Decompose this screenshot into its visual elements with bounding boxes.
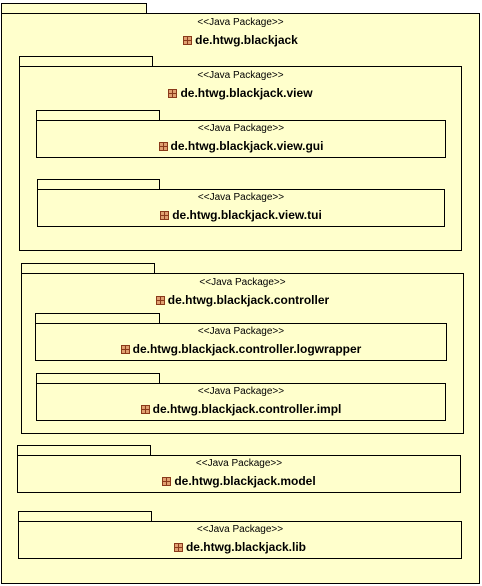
package-stereotype: <<Java Package>>: [197, 123, 285, 134]
package-name-text: de.htwg.blackjack.controller.logwrapper: [132, 342, 362, 356]
package-icon: [173, 543, 183, 552]
package-name-text: de.htwg.blackjack.controller: [167, 293, 330, 307]
package-name-text: de.htwg.blackjack.view.gui: [170, 139, 324, 153]
package-stereotype: <<Java Package>>: [197, 17, 284, 28]
package-stereotype: <<Java Package>>: [197, 326, 285, 337]
package-name-text: de.htwg.blackjack.controller.impl: [152, 402, 342, 416]
package-controller-impl[interactable]: <<Java Package>> de.htwg.blackjack.contr…: [36, 383, 446, 421]
package-icon: [155, 296, 165, 305]
package-view-tui[interactable]: <<Java Package>> de.htwg.blackjack.view.…: [37, 189, 445, 227]
package-icon: [120, 345, 130, 354]
package-stereotype: <<Java Package>>: [196, 524, 284, 535]
package-name: de.htwg.blackjack.view.tui: [38, 208, 444, 222]
package-name-text: de.htwg.blackjack.view.tui: [172, 208, 322, 222]
package-icon: [160, 211, 170, 220]
package-name-text: de.htwg.blackjack.model: [174, 474, 316, 488]
package-name: de.htwg.blackjack: [2, 33, 479, 47]
package-name: de.htwg.blackjack.controller: [22, 293, 463, 307]
package-icon: [183, 36, 193, 45]
package-stereotype: <<Java Package>>: [195, 458, 283, 469]
package-name: de.htwg.blackjack.view: [20, 86, 461, 100]
package-controller-logwrapper[interactable]: <<Java Package>> de.htwg.blackjack.contr…: [35, 323, 447, 361]
package-stereotype: <<Java Package>>: [197, 70, 284, 81]
package-model[interactable]: <<Java Package>> de.htwg.blackjack.model: [17, 455, 461, 493]
package-icon: [140, 405, 150, 414]
package-view-gui[interactable]: <<Java Package>> de.htwg.blackjack.view.…: [36, 120, 446, 158]
package-icon: [158, 142, 168, 151]
package-stereotype: <<Java Package>>: [197, 386, 285, 397]
package-name: de.htwg.blackjack.view.gui: [37, 139, 445, 153]
package-name-text: de.htwg.blackjack: [195, 33, 298, 47]
package-icon: [162, 477, 172, 486]
package-lib[interactable]: <<Java Package>> de.htwg.blackjack.lib: [18, 521, 462, 559]
package-name: de.htwg.blackjack.controller.impl: [37, 402, 445, 416]
package-name: de.htwg.blackjack.model: [18, 474, 460, 488]
package-icon: [168, 89, 178, 98]
package-stereotype: <<Java Package>>: [197, 192, 285, 203]
package-stereotype: <<Java Package>>: [199, 277, 286, 288]
package-name-text: de.htwg.blackjack.lib: [185, 540, 307, 554]
package-name-text: de.htwg.blackjack.view: [180, 86, 313, 100]
package-name: de.htwg.blackjack.lib: [19, 540, 461, 554]
package-name: de.htwg.blackjack.controller.logwrapper: [36, 342, 446, 356]
